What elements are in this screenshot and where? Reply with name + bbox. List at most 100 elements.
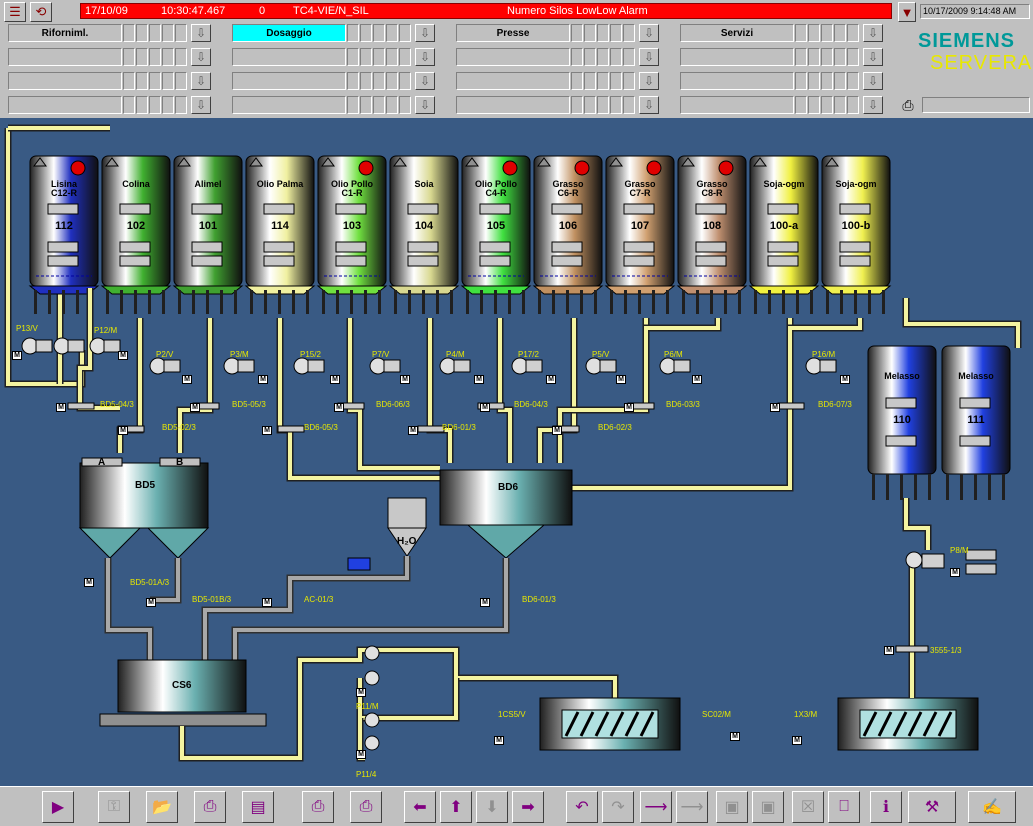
chart-icon[interactable]: ▤ — [242, 791, 274, 823]
redo-icon[interactable]: ↷ — [602, 791, 634, 823]
silo-number: 101 — [198, 220, 218, 232]
group-slot[interactable] — [680, 72, 794, 90]
up-icon[interactable]: ⬆ — [440, 791, 472, 823]
prev-icon[interactable]: ⬅ — [404, 791, 436, 823]
display-box — [47, 203, 79, 215]
undo-icon[interactable]: ↶ — [566, 791, 598, 823]
silo-name: Alimel — [194, 179, 222, 189]
expand-arrow-icon[interactable]: ⇩ — [191, 96, 211, 114]
expand-arrow-icon[interactable]: ⇩ — [863, 24, 883, 42]
group-slot[interactable] — [232, 72, 346, 90]
silo-number: 100-a — [769, 220, 799, 232]
group-slot[interactable] — [456, 48, 570, 66]
print-b-icon[interactable]: ⎙ — [350, 791, 382, 823]
silo-name: Colina — [122, 179, 150, 189]
display-box — [885, 435, 917, 447]
pipe — [644, 318, 720, 358]
filter-icon[interactable]: ▼ — [898, 2, 916, 22]
pipe-outline — [426, 318, 454, 463]
goto2-icon[interactable]: ⟶ — [676, 791, 708, 823]
group-slot[interactable] — [232, 48, 346, 66]
group-slot[interactable] — [8, 48, 122, 66]
tag-label: BD5-05/3 — [232, 400, 266, 409]
expand-arrow-icon[interactable]: ⇩ — [863, 48, 883, 66]
group-button[interactable]: Dosaggio — [232, 24, 346, 42]
pump-icon — [364, 735, 380, 751]
silo-leg — [178, 290, 181, 314]
screen-icon[interactable]: ▣ — [716, 791, 748, 823]
expand-arrow-icon[interactable]: ⇩ — [191, 72, 211, 90]
silo-leg — [34, 290, 37, 314]
info-icon[interactable]: ℹ — [870, 791, 902, 823]
menu-icon[interactable]: ☰ — [4, 2, 26, 22]
expand-arrow-icon[interactable]: ⇩ — [639, 24, 659, 42]
tag-label: P2/V — [156, 350, 174, 359]
signature-icon[interactable]: ✍ — [968, 791, 1016, 823]
expand-arrow-icon[interactable]: ⇩ — [863, 72, 883, 90]
group-slot[interactable] — [456, 96, 570, 114]
tag-label: P4/M — [446, 350, 465, 359]
silo-leg — [522, 290, 525, 314]
open-icon[interactable]: 📂 — [146, 791, 178, 823]
group-button[interactable]: Servizi — [680, 24, 794, 42]
pipe — [180, 648, 617, 760]
group-indicator — [623, 96, 635, 114]
close-icon[interactable]: ☒ — [792, 791, 824, 823]
group-slot[interactable] — [680, 96, 794, 114]
group-slot[interactable] — [8, 96, 122, 114]
pump-motor — [921, 553, 945, 569]
group-indicator — [386, 24, 398, 42]
play-icon[interactable]: ▶ — [42, 791, 74, 823]
bin-inlet-a — [81, 457, 123, 467]
group-button[interactable]: Riforniml. — [8, 24, 122, 42]
group-button[interactable]: Presse — [456, 24, 570, 42]
expand-arrow-icon[interactable]: ⇩ — [639, 72, 659, 90]
expand-arrow-icon[interactable]: ⇩ — [639, 96, 659, 114]
expand-arrow-icon[interactable]: ⇩ — [639, 48, 659, 66]
next-icon[interactable]: ➡ — [512, 791, 544, 823]
silo-sub: C6-R — [557, 188, 579, 198]
expand-arrow-icon[interactable]: ⇩ — [415, 72, 435, 90]
silo-leg — [250, 290, 253, 314]
group-indicator — [571, 72, 583, 90]
group-slot[interactable] — [680, 48, 794, 66]
group-indicator — [808, 72, 820, 90]
group-slot[interactable] — [8, 72, 122, 90]
group-indicator — [373, 24, 385, 42]
group-row: ⇩ — [232, 48, 435, 66]
refresh-icon[interactable]: ⟲ — [30, 2, 52, 22]
print-list-icon[interactable]: ⎙ — [194, 791, 226, 823]
tag-label: P12/M — [94, 326, 118, 335]
silo-leg — [840, 290, 843, 314]
expand-arrow-icon[interactable]: ⇩ — [415, 24, 435, 42]
expand-arrow-icon[interactable]: ⇩ — [191, 24, 211, 42]
silo-leg — [480, 290, 483, 314]
bottom-toolbar: ▶⚿📂⎙▤⎙⎙⬅⬆⬇➡↶↷⟶⟶▣▣☒⎕ℹ⚒✍ — [0, 786, 1033, 826]
group-slot[interactable] — [232, 96, 346, 114]
print-a-icon[interactable]: ⎙ — [302, 791, 334, 823]
screen-b-icon[interactable]: ▣ — [752, 791, 784, 823]
expand-arrow-icon[interactable]: ⇩ — [415, 96, 435, 114]
alarm-bar[interactable]: 17/10/09 10:30:47.467 0 TC4-VIE/N_SIL Nu… — [80, 3, 892, 19]
group-indicator — [571, 96, 583, 114]
tools-icon[interactable]: ⚒ — [908, 791, 956, 823]
motor-label: M — [950, 568, 960, 577]
group-indicator — [834, 72, 846, 90]
group-indicator — [597, 48, 609, 66]
expand-arrow-icon[interactable]: ⇩ — [191, 48, 211, 66]
printer-icon[interactable]: ⎙ — [902, 96, 914, 113]
group-slot[interactable] — [456, 72, 570, 90]
expand-arrow-icon[interactable]: ⇩ — [415, 48, 435, 66]
silo-number: 103 — [342, 220, 362, 232]
expand-arrow-icon[interactable]: ⇩ — [863, 96, 883, 114]
group-indicator — [347, 24, 359, 42]
pump-motor — [67, 339, 85, 353]
group-indicator — [847, 96, 859, 114]
pump-icon — [905, 551, 923, 569]
monitor-icon[interactable]: ⎕ — [828, 791, 860, 823]
key-icon[interactable]: ⚿ — [98, 791, 130, 823]
valve-icon — [67, 402, 95, 410]
motor-label: M — [146, 598, 156, 607]
down-icon[interactable]: ⬇ — [476, 791, 508, 823]
goto-icon[interactable]: ⟶ — [640, 791, 672, 823]
